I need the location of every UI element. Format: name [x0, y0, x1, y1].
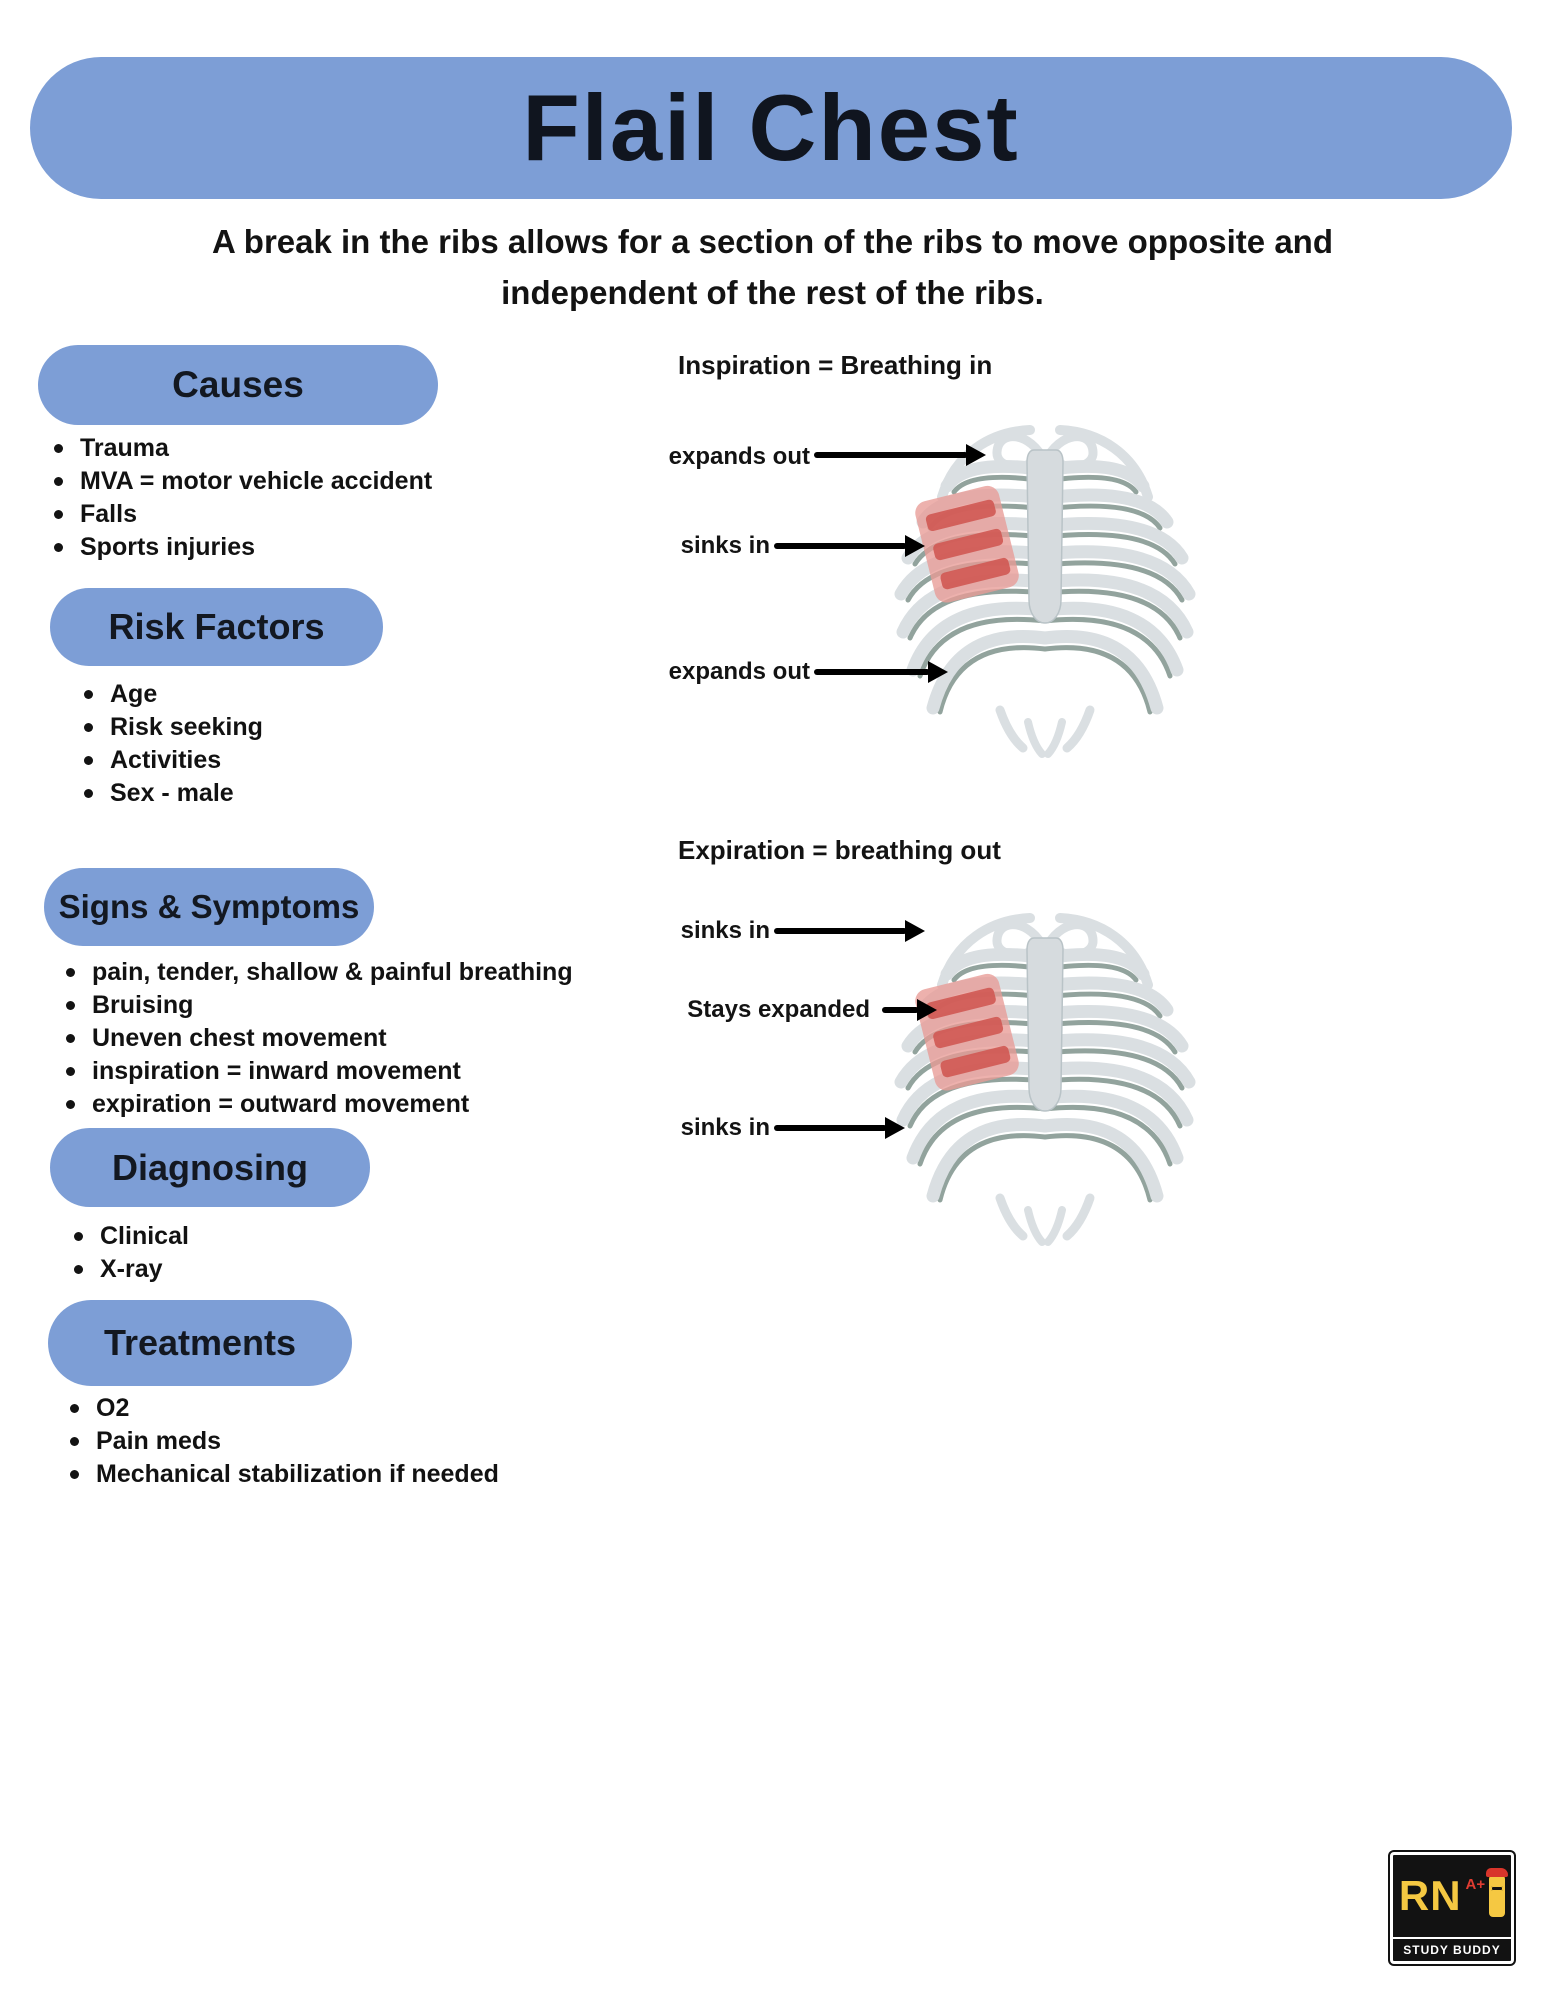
list-item: MVA = motor vehicle accident [40, 465, 438, 498]
section-diagnosing: Diagnosing Clinical X-ray [50, 1128, 370, 1286]
section-risk-factors: Risk Factors Age Risk seeking Activities… [50, 588, 383, 810]
diagram-inspiration: Inspiration = Breathing in expands out s… [668, 350, 1230, 810]
logo-aplus-badge: A+ [1465, 1875, 1486, 1893]
arrow [814, 444, 986, 466]
list-item: Mechanical stabilization if needed [56, 1458, 499, 1491]
diagnosing-list: Clinical X-ray [50, 1220, 370, 1286]
list-item: Sex - male [70, 777, 383, 810]
diagram-label: Stays expanded [687, 996, 870, 1023]
arrow [882, 999, 937, 1021]
list-item: Pain meds [56, 1425, 499, 1458]
list-item: Age [70, 678, 383, 711]
diagram-label: expands out [668, 443, 810, 470]
logo-top: RN A+ [1393, 1855, 1511, 1937]
section-treatments: Treatments O2 Pain meds Mechanical stabi… [48, 1300, 499, 1491]
logo-study-buddy-text: STUDY BUDDY [1393, 1937, 1511, 1961]
arrow-line [774, 928, 907, 934]
list-item: Activities [70, 744, 383, 777]
arrow [774, 535, 925, 557]
risk-factors-heading: Risk Factors [50, 588, 383, 666]
page-title: Flail Chest [522, 75, 1020, 180]
subtitle: A break in the ribs allows for a section… [0, 216, 1545, 318]
diagram-label: sinks in [680, 532, 770, 559]
title-banner: Flail Chest [30, 57, 1512, 199]
list-item: inspiration = inward movement [52, 1055, 573, 1088]
arrow [774, 1117, 905, 1139]
arrow-head-icon [917, 999, 937, 1021]
list-item: Risk seeking [70, 711, 383, 744]
arrow-head-icon [928, 661, 948, 683]
list-item: Trauma [40, 432, 438, 465]
arrow-line [814, 669, 930, 675]
section-signs-symptoms: Signs & Symptoms pain, tender, shallow &… [44, 868, 573, 1121]
arrow-head-icon [905, 535, 925, 557]
list-item: Sports injuries [40, 531, 438, 564]
list-item: Uneven chest movement [52, 1022, 573, 1055]
section-causes: Causes Trauma MVA = motor vehicle accide… [38, 345, 438, 564]
list-item: O2 [56, 1392, 499, 1425]
list-item: X-ray [60, 1253, 370, 1286]
list-item: Bruising [52, 989, 573, 1022]
treatments-list: O2 Pain meds Mechanical stabilization if… [48, 1392, 499, 1491]
arrow-line [774, 1125, 887, 1131]
subtitle-line-2: independent of the rest of the ribs. [501, 274, 1044, 312]
causes-list: Trauma MVA = motor vehicle accident Fall… [38, 432, 438, 564]
diagram-caption: Inspiration = Breathing in [678, 350, 993, 380]
logo-rn-text: RN [1398, 1872, 1462, 1919]
diagram-caption: Expiration = breathing out [678, 835, 1001, 865]
diagram-label: sinks in [680, 1114, 770, 1141]
causes-heading: Causes [38, 345, 438, 425]
arrow [774, 920, 925, 942]
diagram-expiration: Expiration = breathing out sinks in Stay… [670, 835, 1230, 1295]
treatments-heading: Treatments [48, 1300, 352, 1386]
pencil-mascot-icon [1486, 1868, 1509, 1917]
list-item: pain, tender, shallow & painful breathin… [52, 956, 573, 989]
arrow-line [774, 543, 907, 549]
diagram-label: sinks in [680, 917, 770, 944]
arrow-line [882, 1007, 919, 1013]
subtitle-line-1: A break in the ribs allows for a section… [212, 223, 1333, 260]
list-item: expiration = outward movement [52, 1088, 573, 1121]
signs-symptoms-heading: Signs & Symptoms [44, 868, 374, 946]
rn-study-buddy-logo: RN A+ STUDY BUDDY [1390, 1852, 1514, 1964]
arrow-line [814, 452, 968, 458]
arrow-head-icon [966, 444, 986, 466]
diagram-label: expands out [668, 658, 810, 685]
arrow-head-icon [885, 1117, 905, 1139]
ribcage-illustration [880, 880, 1210, 1270]
signs-symptoms-list: pain, tender, shallow & painful breathin… [44, 956, 573, 1121]
list-item: Falls [40, 498, 438, 531]
risk-factors-list: Age Risk seeking Activities Sex - male [50, 678, 383, 810]
arrow-head-icon [905, 920, 925, 942]
arrow [814, 661, 948, 683]
diagnosing-heading: Diagnosing [50, 1128, 370, 1207]
list-item: Clinical [60, 1220, 370, 1253]
